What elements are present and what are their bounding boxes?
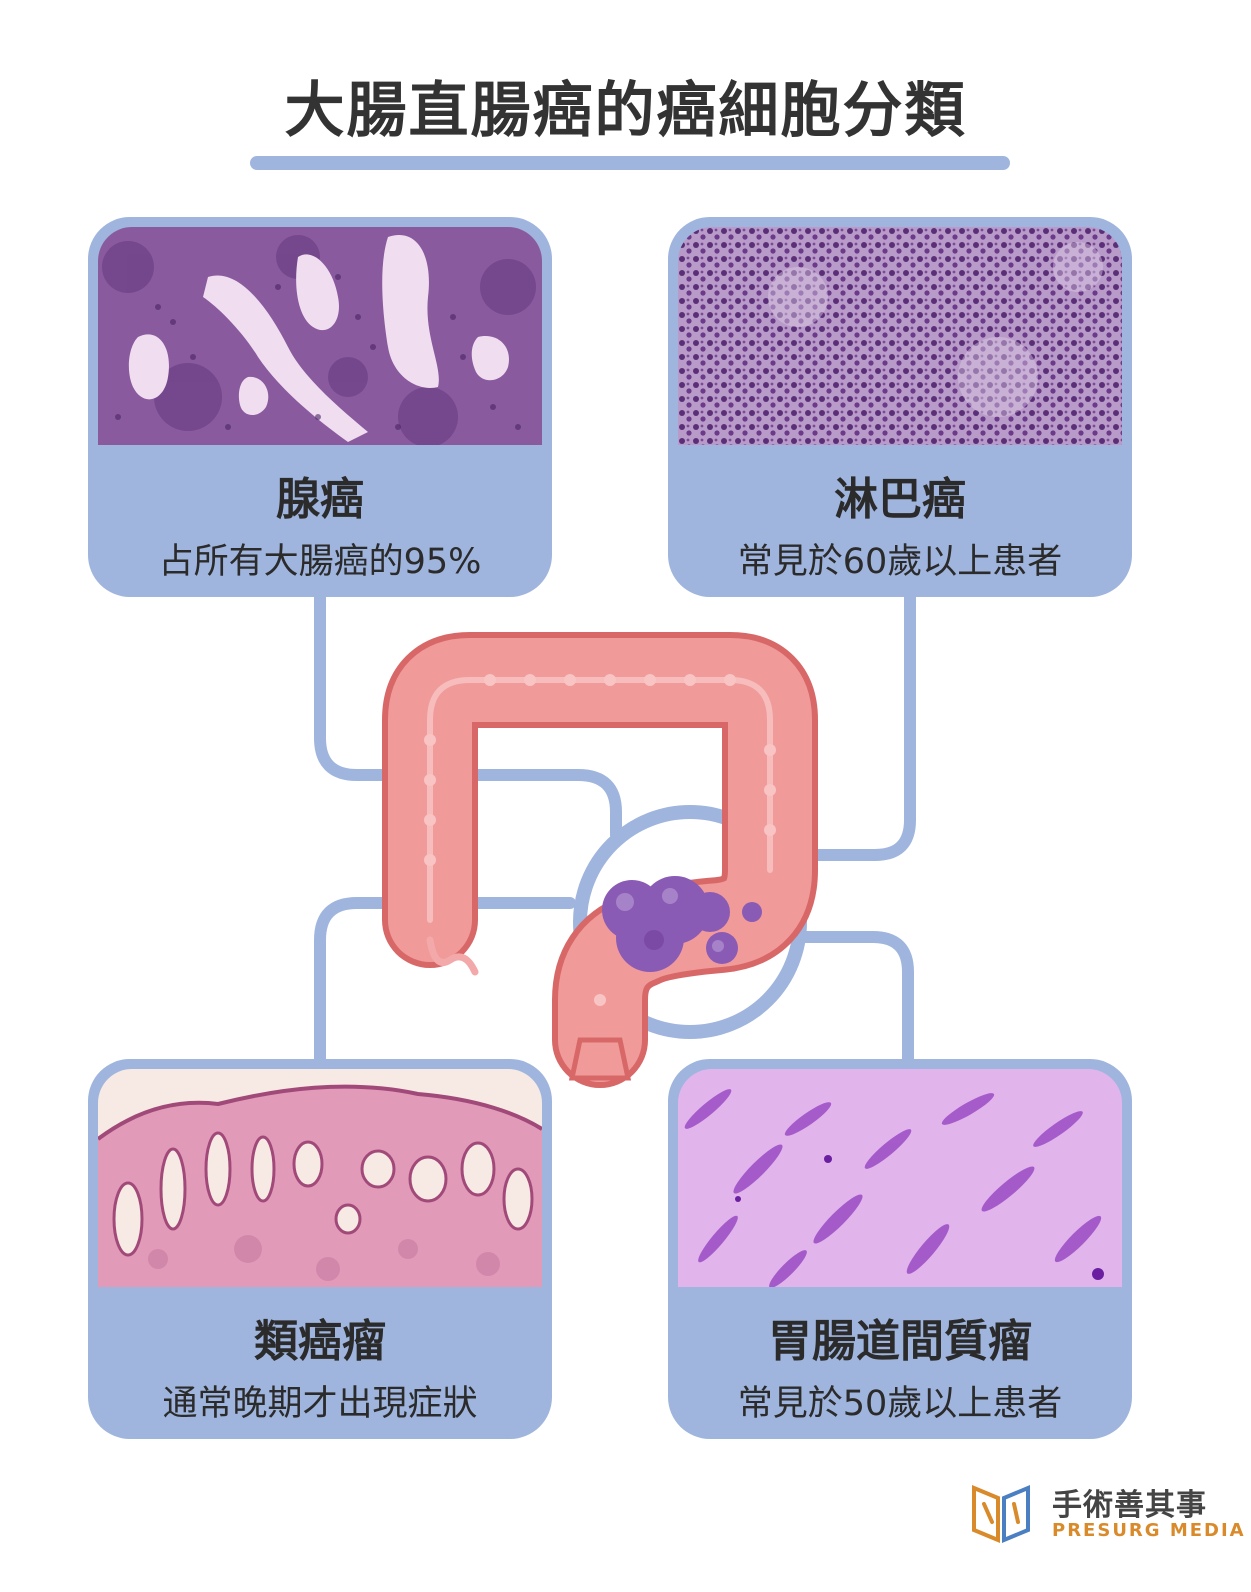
- card-title: 腺癌: [276, 474, 364, 525]
- logo-english: PRESURG MEDIA: [1052, 1520, 1246, 1541]
- colon-with-tumor-icon: [382, 632, 818, 1088]
- connector-bottom-left: [314, 897, 576, 1065]
- tissue-icon: [678, 1069, 1122, 1287]
- histology-image-carcinoid: [98, 1069, 542, 1287]
- connector-top-right: [784, 591, 916, 861]
- card-adenocarcinoma: 腺癌 占所有大腸癌的95%: [88, 217, 552, 597]
- card-carcinoid: 類癌瘤 通常晚期才出現症狀: [88, 1059, 552, 1439]
- card-title: 胃腸道間質瘤: [768, 1316, 1032, 1367]
- histology-image-adenocarcinoma: [98, 227, 542, 445]
- card-description: 通常晚期才出現症狀: [162, 1384, 478, 1424]
- logo-name: 手術善其事: [1052, 1488, 1207, 1523]
- card-lymphoma: 淋巴癌 常見於60歲以上患者: [668, 217, 1132, 597]
- card-title: 淋巴癌: [834, 474, 966, 525]
- presurg-logo: 手術善其事 PRESURG MEDIA: [970, 1478, 1244, 1548]
- card-title: 類癌瘤: [254, 1316, 386, 1367]
- tissue-icon: [98, 1069, 542, 1287]
- histology-image-lymphoma: [678, 227, 1122, 445]
- presurg-logo-icon: [972, 1485, 1030, 1543]
- card-description: 常見於50歲以上患者: [737, 1384, 1063, 1424]
- tissue-icon: [98, 227, 542, 445]
- tissue-icon: [678, 227, 1122, 445]
- card-gist: 胃腸道間質瘤 常見於50歲以上患者: [668, 1059, 1132, 1439]
- histology-image-gist: [678, 1069, 1122, 1287]
- page-title: 大腸直腸癌的癌細胞分類: [284, 76, 967, 146]
- card-description: 占所有大腸癌的95%: [158, 542, 482, 582]
- card-description: 常見於60歲以上患者: [737, 542, 1063, 582]
- connector-bottom-right: [794, 931, 914, 1065]
- tumor-icon: [602, 876, 762, 972]
- title-underline: [250, 156, 1010, 170]
